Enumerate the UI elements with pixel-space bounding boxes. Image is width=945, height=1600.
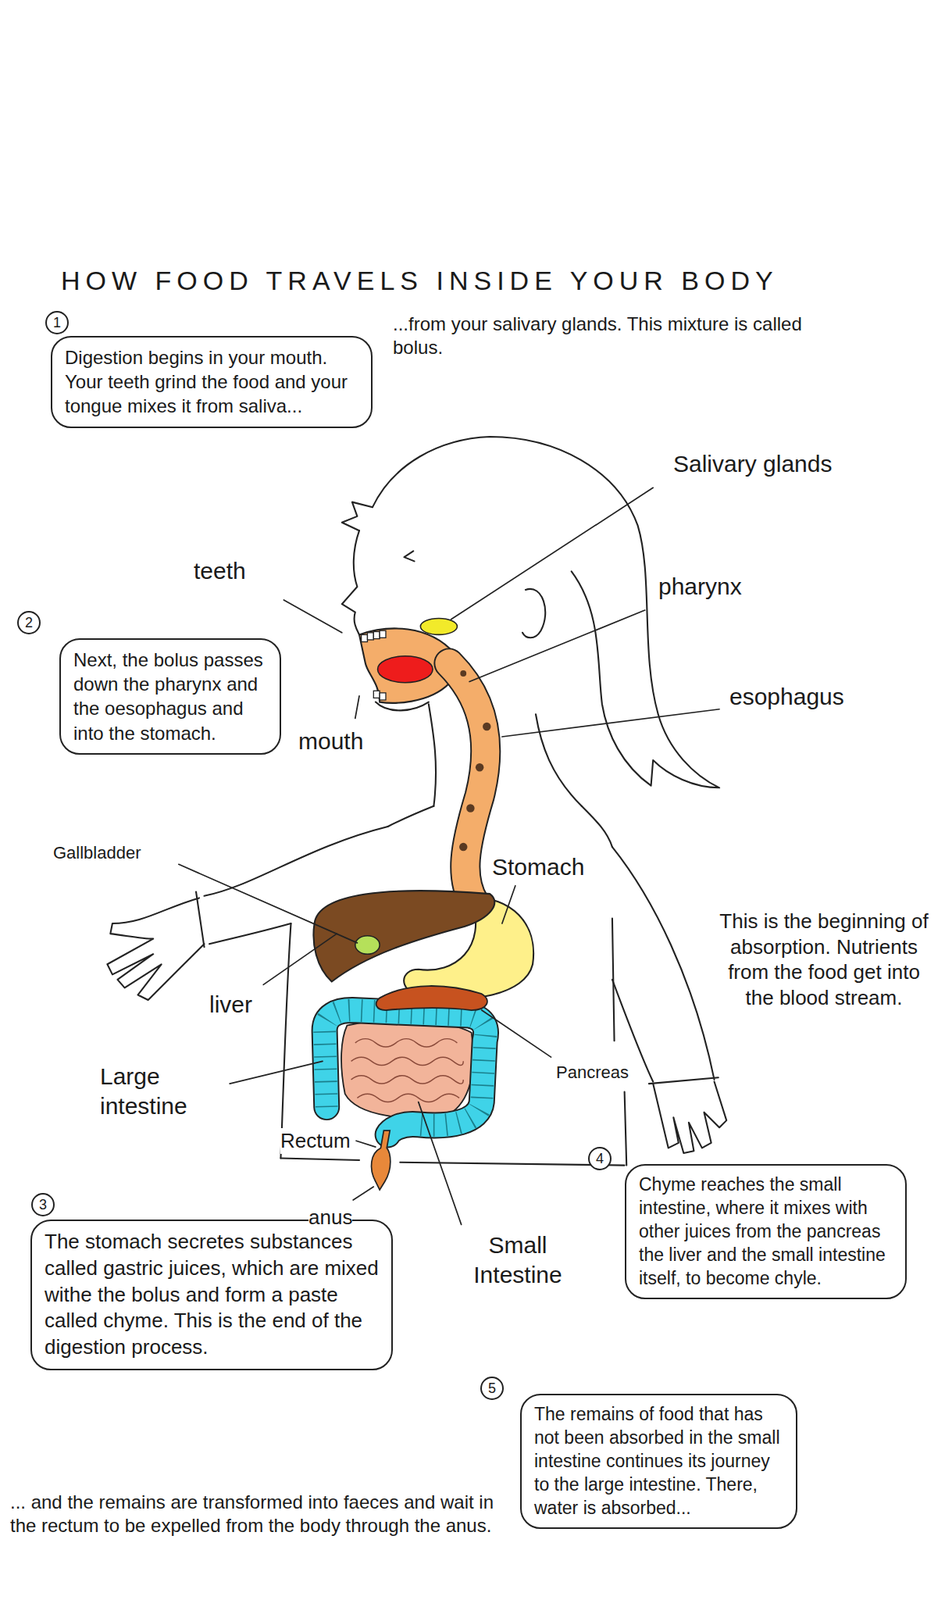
callout-number: 4 <box>588 1146 612 1170</box>
leader-line <box>263 933 337 985</box>
leader-line <box>355 695 360 719</box>
callout-number: 3 <box>31 1192 55 1217</box>
leader-line <box>229 1060 323 1084</box>
part-label: liver <box>209 989 253 1020</box>
box-text: The remains of food that has not been ab… <box>534 1402 784 1520</box>
intestine-coil <box>356 1093 460 1102</box>
tooth <box>361 634 368 642</box>
text-box: The remains of food that has not been ab… <box>520 1393 798 1529</box>
part-label: pharynx <box>658 571 742 602</box>
back-arm-outer <box>612 846 715 1080</box>
hair-outline <box>372 436 720 788</box>
torso-bottom <box>280 1157 625 1165</box>
text-box: The stomach secretes substances called g… <box>30 1219 393 1370</box>
torso-left <box>280 923 291 1158</box>
ear <box>522 588 546 638</box>
bolus-dot <box>459 842 468 851</box>
gallbladder <box>355 935 380 955</box>
leader-line <box>283 599 342 633</box>
callout-number: 5 <box>480 1376 504 1400</box>
tooth <box>373 631 380 639</box>
bolus-dot <box>460 670 467 677</box>
pancreas <box>376 985 488 1010</box>
part-label: Small Intestine <box>459 1230 577 1289</box>
torso-right <box>612 918 627 1166</box>
large-intestine-folds <box>324 1009 486 1125</box>
diagram-title: HOW FOOD TRAVELS INSIDE YOUR BODY <box>60 265 779 296</box>
part-label: Salivary glands <box>673 449 832 479</box>
leader-line <box>502 709 720 737</box>
note-text: This is the beginning of absorption. Nut… <box>718 908 930 1010</box>
large-intestine-outline <box>324 1009 486 1134</box>
leader-line <box>418 1101 462 1225</box>
face-profile <box>342 530 360 635</box>
part-label: Pancreas <box>556 1061 629 1084</box>
tooth <box>379 692 386 700</box>
tongue <box>378 656 434 683</box>
callout-number: 1 <box>45 310 69 335</box>
note-text: ... and the remains are transformed into… <box>10 1490 503 1537</box>
back-sleeve-cuff <box>649 1076 719 1084</box>
tooth <box>373 690 380 698</box>
callout-digit: 1 <box>53 314 61 332</box>
rectum <box>371 1130 391 1190</box>
back-hand <box>652 1080 727 1152</box>
front-hand <box>106 897 204 1000</box>
intestine-coil <box>355 1038 458 1047</box>
callout-digit: 5 <box>488 1380 496 1397</box>
leader-line <box>353 1186 374 1200</box>
bolus-dot <box>466 803 475 812</box>
part-label: Large intestine <box>99 1061 218 1120</box>
intestine-coil <box>351 1056 464 1065</box>
leader-line <box>356 1140 376 1147</box>
shoulder-back <box>581 805 613 847</box>
part-label: Gallbladder <box>53 841 142 864</box>
large-intestine <box>324 1009 486 1134</box>
part-label: Rectum <box>280 1127 351 1154</box>
callout-digit: 4 <box>595 1150 604 1167</box>
bolus-dot <box>482 722 491 731</box>
salivary-gland <box>420 618 457 635</box>
tooth <box>367 632 374 640</box>
text-box: Next, the bolus passes down the pharynx … <box>59 638 282 755</box>
callout-digit: 3 <box>39 1196 47 1213</box>
box-text: Digestion begins in your mouth. Your tee… <box>64 345 359 419</box>
esophagus-tube <box>449 663 486 903</box>
hair-fringe <box>342 502 373 532</box>
small-intestine <box>341 1019 474 1118</box>
eye <box>403 550 414 561</box>
box-text: Chyme reaches the small intestine, where… <box>638 1173 893 1290</box>
leader-line <box>502 885 516 924</box>
part-label: Stomach <box>492 852 585 882</box>
part-label: anus <box>308 1204 353 1231</box>
arm-lower-edge <box>209 923 291 944</box>
text-box: Digestion begins in your mouth. Your tee… <box>50 335 373 428</box>
tooth <box>379 630 386 638</box>
callout-digit: 2 <box>24 614 33 632</box>
part-label: mouth <box>298 726 364 756</box>
text-box: Chyme reaches the small intestine, where… <box>624 1163 907 1299</box>
callout-number: 2 <box>17 610 41 635</box>
box-text: Next, the bolus passes down the pharynx … <box>73 647 268 746</box>
arm-upper-edge <box>203 826 388 896</box>
part-label: esophagus <box>729 681 845 712</box>
leader-line <box>178 863 358 943</box>
esophagus-outline <box>449 663 486 903</box>
note-text: ...from your salivary glands. This mixtu… <box>392 312 846 360</box>
neck-front <box>428 703 436 806</box>
shoulder-front <box>388 805 435 827</box>
leader-line <box>451 487 654 619</box>
intestine-coil <box>351 1075 464 1084</box>
part-label: teeth <box>193 556 247 586</box>
bolus-dot <box>475 763 484 771</box>
box-text: The stomach secretes substances called g… <box>44 1228 379 1361</box>
sleeve-cuff <box>196 891 204 948</box>
leader-line <box>469 609 646 682</box>
leader-line <box>481 1009 552 1057</box>
